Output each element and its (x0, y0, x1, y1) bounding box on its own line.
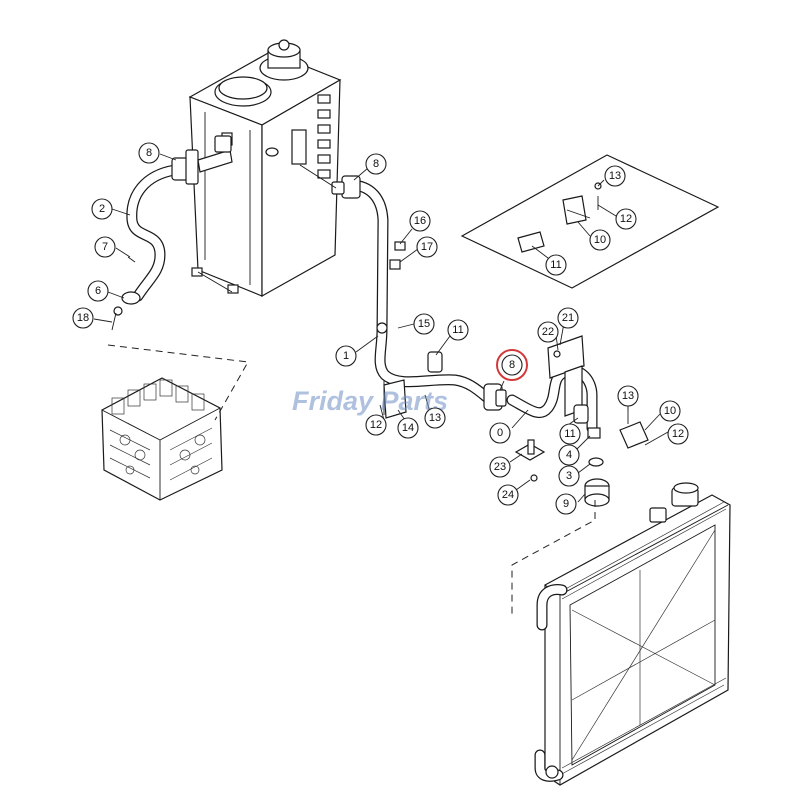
svg-text:18: 18 (77, 312, 89, 324)
callout-11-inset: 11 (545, 254, 567, 276)
callout-4: 4 (558, 444, 580, 466)
hydraulic-tank (188, 39, 342, 298)
cooler-inlet-tube (506, 335, 649, 507)
callout-12-bolt-right: 12 (667, 423, 689, 445)
callout-13-nut-right: 13 (617, 385, 639, 407)
svg-text:2: 2 (99, 203, 105, 215)
callout-10-clamp-right: 10 (659, 400, 681, 422)
callout-1-return-pipe: 1 (335, 345, 357, 367)
callout-12-inset: 12 (615, 208, 637, 230)
svg-text:23: 23 (494, 461, 506, 473)
callout-11-clamp-right: 11 (559, 423, 581, 445)
svg-text:21: 21 (562, 312, 574, 324)
svg-text:11: 11 (550, 259, 561, 271)
return-pipe (299, 164, 507, 419)
svg-text:11: 11 (452, 324, 463, 336)
svg-text:9: 9 (563, 498, 569, 510)
svg-text:8: 8 (146, 147, 152, 159)
svg-text:16: 16 (414, 215, 426, 227)
watermark-text: Friday Parts (292, 386, 448, 416)
callout-23-bracket: 23 (489, 456, 511, 478)
svg-text:10: 10 (594, 234, 606, 246)
callout-13-nut: 13 (424, 407, 446, 429)
callout-17: 17 (416, 236, 438, 258)
callout-10-inset: 10 (589, 229, 611, 251)
callout-14-bracket: 14 (397, 417, 419, 439)
svg-text:3: 3 (566, 470, 572, 482)
svg-text:13: 13 (429, 412, 441, 424)
callout-16: 16 (409, 210, 431, 232)
svg-text:1: 1 (343, 350, 349, 362)
callout-0: 0 (489, 422, 511, 444)
callout-13-inset: 13 (604, 165, 626, 187)
svg-text:10: 10 (664, 405, 676, 417)
hose-left (111, 135, 233, 331)
control-valve (101, 377, 223, 501)
svg-text:7: 7 (102, 241, 108, 253)
callout-3-o-ring: 3 (558, 465, 580, 487)
svg-text:11: 11 (564, 428, 575, 440)
svg-text:13: 13 (609, 170, 621, 182)
svg-text:8: 8 (509, 359, 515, 371)
callout-21-bracket: 21 (557, 307, 579, 329)
svg-text:6: 6 (95, 285, 101, 297)
callout-24-bolt: 24 (497, 484, 519, 506)
oil-cooler (534, 482, 731, 786)
svg-text:13: 13 (622, 390, 634, 402)
svg-text:22: 22 (542, 326, 554, 338)
detail-inset (460, 154, 720, 289)
callout-15: 15 (413, 313, 435, 335)
callout-18-bolt: 18 (72, 307, 94, 329)
svg-text:12: 12 (672, 428, 684, 440)
svg-text:8: 8 (373, 158, 379, 170)
callout-6-o-ring: 6 (87, 280, 109, 302)
callout-7: 7 (94, 236, 116, 258)
callout-11-clamp: 11 (447, 319, 469, 341)
callout-8-hose-clamp: 8 (138, 142, 160, 164)
svg-text:15: 15 (418, 318, 430, 330)
svg-text:4: 4 (566, 449, 572, 461)
svg-text:0: 0 (497, 427, 503, 439)
svg-text:17: 17 (421, 241, 433, 253)
svg-text:12: 12 (370, 419, 382, 431)
callout-22: 22 (537, 321, 559, 343)
svg-text:12: 12 (620, 213, 632, 225)
svg-text:24: 24 (502, 489, 514, 501)
callout-2-suction-hose: 2 (91, 198, 113, 220)
callout-8-return-clamp: 8 (365, 153, 387, 175)
callout-8-highlighted[interactable]: 8 (496, 349, 528, 381)
callout-12-bolt: 12 (365, 414, 387, 436)
callout-9-flange: 9 (555, 493, 577, 515)
callout-labels: 8 2 7 6 18 8 16 17 15 1 11 12 14 13 8 (72, 142, 689, 515)
svg-text:14: 14 (402, 422, 414, 434)
